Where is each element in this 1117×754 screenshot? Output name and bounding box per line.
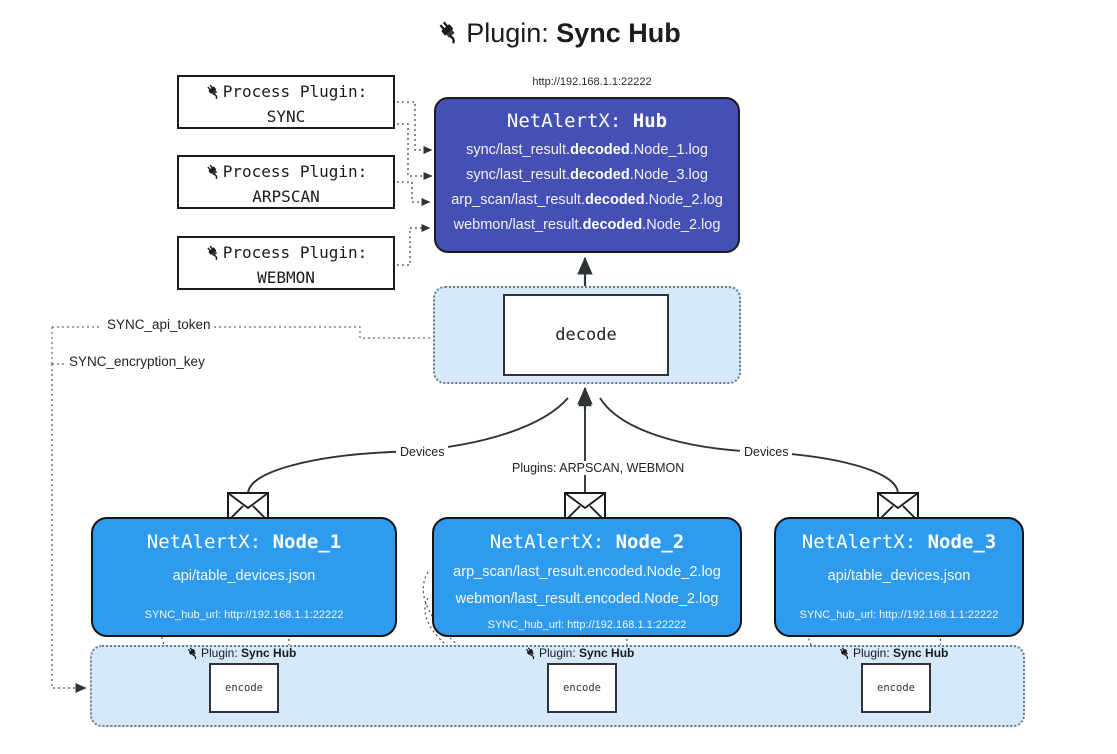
title-name: Sync Hub (556, 18, 681, 48)
plug-icon (186, 647, 200, 663)
process-plugin-name: ARPSCAN (252, 187, 320, 206)
hub-log-em: decoded (582, 217, 643, 233)
hub-log-post: .Node_3.log (629, 167, 708, 183)
hub-title-name: Hub (632, 110, 668, 132)
plugin-tag-prefix: Plugin: (201, 646, 242, 660)
edge-label-plugins: Plugins: ARPSCAN, WEBMON (508, 461, 689, 475)
title-prefix: Plugin: (466, 18, 557, 48)
plugin-tag-node-3: Plugin: Sync Hub (838, 646, 948, 663)
node-title-prefix: NetAlertX: (489, 531, 616, 553)
node-title-prefix: NetAlertX: (801, 531, 928, 553)
plugin-tag-prefix: Plugin: (539, 646, 580, 660)
hub-log-em: decoded (570, 167, 630, 183)
decode-box[interactable]: decode (503, 294, 669, 376)
node-title-name: Node_1 (272, 531, 342, 553)
edge-label-devices-left: Devices (396, 445, 449, 459)
hub-node[interactable]: NetAlertX: Hub sync/last_result.decoded.… (434, 97, 740, 253)
hub-log-em: decoded (584, 192, 645, 208)
plugin-tag-name: Sync Hub (579, 646, 635, 660)
edge-label-devices-right: Devices (740, 445, 793, 459)
node-hub-url-value: http://192.168.1.1:22222 (567, 619, 687, 631)
node-file-line: webmon/last_result.encoded.Node_2.log (455, 591, 719, 607)
node-title: NetAlertX: Node_2 (434, 531, 740, 553)
node-file-line: api/table_devices.json (172, 568, 316, 584)
node-title-name: Node_3 (927, 531, 997, 553)
node-hub-url-value: http://192.168.1.1:22222 (879, 609, 999, 621)
plug-icon (205, 164, 222, 184)
page-title: Plugin: Sync Hub (0, 16, 1117, 53)
process-plugin-name: WEBMON (257, 268, 315, 287)
process-plugin-box-arpscan[interactable]: Process Plugin: ARPSCAN (177, 155, 395, 209)
process-plugin-line1: Process Plugin: (179, 161, 393, 186)
sync-api-token-label: SYNC_api_token (104, 317, 214, 332)
encode-box-node-3[interactable]: encode (861, 663, 931, 713)
node-file-line: arp_scan/last_result.encoded.Node_2.log (453, 564, 721, 580)
node-file-list: arp_scan/last_result.encoded.Node_2.log … (434, 559, 740, 613)
plug-icon (436, 19, 462, 53)
hub-log-pre: sync/last_result. (466, 142, 571, 158)
plugin-tag-node-2: Plugin: Sync Hub (524, 646, 634, 663)
node-hub-url: SYNC_hub_url: http://192.168.1.1:22222 (776, 609, 1022, 621)
hub-log-pre: webmon/last_result. (453, 217, 583, 233)
hub-log-row: arp_scan/last_result.decoded.Node_2.log (436, 188, 738, 213)
node-title: NetAlertX: Node_1 (93, 531, 395, 553)
node-hub-url: SYNC_hub_url: http://192.168.1.1:22222 (93, 609, 395, 621)
process-plugin-name: SYNC (266, 107, 306, 126)
hub-title: NetAlertX: Hub (436, 110, 738, 132)
hub-log-pre: arp_scan/last_result. (451, 192, 585, 208)
hub-log-post: .Node_1.log (629, 142, 708, 158)
hub-log-post: .Node_2.log (644, 192, 723, 208)
node-title-name: Node_2 (615, 531, 685, 553)
encode-box-node-1[interactable]: encode (209, 663, 279, 713)
hub-log-list: sync/last_result.decoded.Node_1.log sync… (436, 138, 738, 238)
node-hub-url-label: SYNC_hub_url: (799, 609, 880, 621)
node-box-node-3[interactable]: NetAlertX: Node_3 api/table_devices.json… (774, 517, 1024, 637)
hub-log-post: .Node_2.log (642, 217, 721, 233)
process-plugin-label: Process Plugin: (222, 162, 368, 181)
encode-box-node-2[interactable]: encode (547, 663, 617, 713)
node-title: NetAlertX: Node_3 (776, 531, 1022, 553)
hub-log-em: decoded (570, 142, 630, 158)
node-title-prefix: NetAlertX: (146, 531, 273, 553)
process-plugin-box-webmon[interactable]: Process Plugin: WEBMON (177, 236, 395, 290)
node-box-node-1[interactable]: NetAlertX: Node_1 api/table_devices.json… (91, 517, 397, 637)
plug-icon (524, 647, 538, 663)
process-plugin-line1: Process Plugin: (179, 81, 393, 106)
sync-encryption-key-label: SYNC_encryption_key (66, 354, 208, 369)
node-hub-url-label: SYNC_hub_url: (144, 609, 225, 621)
node-hub-url-value: http://192.168.1.1:22222 (224, 609, 344, 621)
node-file-line: api/table_devices.json (827, 568, 971, 584)
hub-log-row: sync/last_result.decoded.Node_1.log (436, 138, 738, 163)
hub-log-row: sync/last_result.decoded.Node_3.log (436, 163, 738, 188)
node-box-node-2[interactable]: NetAlertX: Node_2 arp_scan/last_result.e… (432, 517, 742, 637)
plug-icon (205, 245, 222, 265)
plugin-tag-prefix: Plugin: (853, 646, 894, 660)
hub-log-row: webmon/last_result.decoded.Node_2.log (436, 213, 738, 238)
plug-icon (205, 84, 222, 104)
plug-icon (838, 647, 852, 663)
envelope-icon (564, 492, 606, 527)
hub-title-prefix: NetAlertX: (506, 110, 633, 132)
plugin-tag-node-1: Plugin: Sync Hub (186, 646, 296, 663)
process-plugin-line1: Process Plugin: (179, 242, 393, 267)
process-plugin-label: Process Plugin: (222, 82, 368, 101)
process-plugin-box-sync[interactable]: Process Plugin: SYNC (177, 75, 395, 129)
hub-url-label: http://192.168.1.1:22222 (532, 76, 652, 88)
hub-log-pre: sync/last_result. (466, 167, 571, 183)
plugin-tag-name: Sync Hub (241, 646, 297, 660)
process-plugin-label: Process Plugin: (222, 243, 368, 262)
node-hub-url-label: SYNC_hub_url: (487, 619, 568, 631)
node-hub-url: SYNC_hub_url: http://192.168.1.1:22222 (434, 619, 740, 631)
plugin-tag-name: Sync Hub (893, 646, 949, 660)
